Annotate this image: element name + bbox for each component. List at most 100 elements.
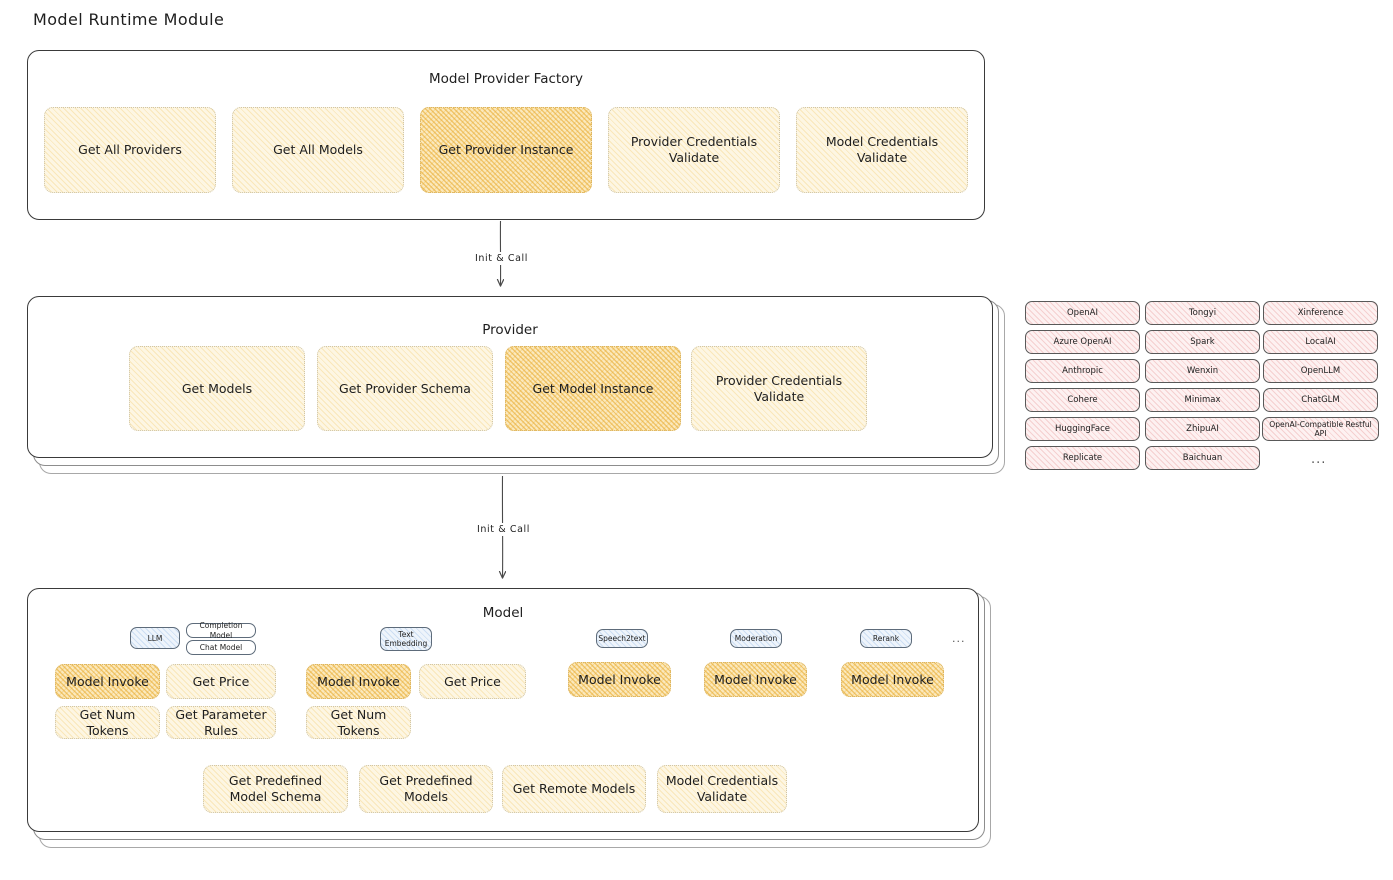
node-get-predefined-models[interactable]: Get Predefined Models [359, 765, 493, 813]
node-llm-get-num-tokens[interactable]: Get Num Tokens [55, 706, 160, 739]
node-get-all-models[interactable]: Get All Models [232, 107, 404, 193]
node-get-models[interactable]: Get Models [129, 346, 305, 431]
provider-chip-zhipuai[interactable]: ZhipuAI [1145, 417, 1260, 441]
provider-chip-cohere[interactable]: Cohere [1025, 388, 1140, 412]
model-subtype-badge-label: Completion Model [199, 621, 243, 640]
node-get-model-instance[interactable]: Get Model Instance [505, 346, 681, 431]
node-moderation-model-invoke[interactable]: Model Invoke [704, 662, 807, 697]
provider-chip-azure-openai[interactable]: Azure OpenAI [1025, 330, 1140, 354]
provider-list-more-ellipsis: ... [1311, 452, 1327, 467]
node-get-provider-schema[interactable]: Get Provider Schema [317, 346, 493, 431]
model-provider-factory-title: Model Provider Factory [428, 71, 583, 87]
model-types-more-ellipsis: ... [952, 632, 966, 645]
model-type-badge-rerank[interactable]: Rerank [860, 629, 912, 648]
model-title: Model [482, 605, 524, 621]
provider-chip-label: OpenAI-Compatible Restful API [1269, 419, 1372, 438]
node-label: Model Invoke [578, 671, 661, 687]
arrow-label-factory-to-provider: Init & Call [472, 252, 531, 265]
node-label: Provider Credentials Validate [630, 134, 758, 165]
node-label: Get Predefined Models [379, 773, 473, 804]
node-get-predefined-model-schema[interactable]: Get Predefined Model Schema [203, 765, 348, 813]
node-model-credentials-validate[interactable]: Model Credentials Validate [796, 107, 968, 193]
node-label: Get Model Instance [532, 380, 654, 396]
provider-chip-tongyi[interactable]: Tongyi [1145, 301, 1260, 325]
model-subtype-badge-label: Chat Model [199, 642, 243, 652]
provider-chip-openllm[interactable]: OpenLLM [1263, 359, 1378, 383]
provider-chip-label: ZhipuAI [1186, 423, 1219, 434]
provider-chip-localai[interactable]: LocalAI [1263, 330, 1378, 354]
provider-chip-label: Anthropic [1062, 365, 1103, 376]
node-label: Get All Providers [78, 142, 182, 158]
provider-chip-label: Tongyi [1188, 307, 1217, 318]
node-label: Get Predefined Model Schema [228, 773, 323, 804]
node-label: Get Num Tokens [330, 706, 387, 738]
provider-chip-label: Azure OpenAI [1053, 336, 1112, 347]
node-label: Model Invoke [66, 673, 149, 689]
node-label: Model Invoke [714, 671, 797, 687]
provider-chip-label: Wenxin [1186, 365, 1219, 376]
model-type-badge-label: Speech2text [598, 634, 646, 643]
provider-chip-openai[interactable]: OpenAI [1025, 301, 1140, 325]
node-label: Model Invoke [851, 671, 934, 687]
node-get-provider-instance[interactable]: Get Provider Instance [420, 107, 592, 193]
node-text-embedding-model-invoke[interactable]: Model Invoke [306, 664, 411, 699]
node-speech2text-model-invoke[interactable]: Model Invoke [568, 662, 671, 697]
model-type-badge-label: Moderation [734, 634, 778, 643]
node-llm-get-price[interactable]: Get Price [166, 664, 276, 699]
node-label: Model Invoke [317, 673, 400, 689]
provider-chip-baichuan[interactable]: Baichuan [1145, 446, 1260, 470]
node-rerank-model-invoke[interactable]: Model Invoke [841, 662, 944, 697]
node-label: Get Price [192, 673, 250, 689]
model-type-badge-speech2text[interactable]: Speech2text [596, 629, 648, 648]
provider-chip-spark[interactable]: Spark [1145, 330, 1260, 354]
provider-chip-label: Xinference [1297, 307, 1344, 318]
node-get-all-providers[interactable]: Get All Providers [44, 107, 216, 193]
node-llm-get-parameter-rules[interactable]: Get Parameter Rules [166, 706, 276, 739]
provider-chip-wenxin[interactable]: Wenxin [1145, 359, 1260, 383]
node-provider-credentials-validate[interactable]: Provider Credentials Validate [608, 107, 780, 193]
node-label: Provider Credentials Validate [715, 372, 843, 404]
provider-chip-label: LocalAI [1305, 336, 1336, 347]
node-label: Get Remote Models [512, 781, 636, 797]
provider-chip-huggingface[interactable]: HuggingFace [1025, 417, 1140, 441]
provider-chip-label: ChatGLM [1301, 394, 1340, 405]
arrow-label-provider-to-model: Init & Call [474, 523, 533, 536]
node-llm-model-invoke[interactable]: Model Invoke [55, 664, 160, 699]
node-label: Get All Models [273, 142, 363, 158]
node-text-embedding-get-num-tokens[interactable]: Get Num Tokens [306, 706, 411, 739]
model-type-badge-label: Rerank [872, 634, 900, 643]
node-label: Get Provider Instance [438, 142, 574, 158]
node-label: Model Credentials Validate [825, 134, 939, 165]
model-type-badge-llm[interactable]: LLM [130, 627, 180, 649]
provider-chip-replicate[interactable]: Replicate [1025, 446, 1140, 470]
provider-chip-label: HuggingFace [1055, 423, 1110, 434]
node-label: Get Models [181, 380, 253, 396]
node-get-remote-models[interactable]: Get Remote Models [502, 765, 646, 813]
node-label: Get Price [444, 673, 501, 689]
provider-chip-label: OpenLLM [1300, 365, 1341, 376]
model-type-badge-moderation[interactable]: Moderation [730, 629, 782, 648]
node-model-credentials-validate-2[interactable]: Model Credentials Validate [657, 765, 787, 813]
provider-chip-label: OpenAI [1066, 307, 1099, 318]
provider-chip-xinference[interactable]: Xinference [1263, 301, 1378, 325]
provider-chip-anthropic[interactable]: Anthropic [1025, 359, 1140, 383]
provider-title: Provider [482, 322, 538, 338]
node-text-embedding-get-price[interactable]: Get Price [419, 664, 526, 699]
model-type-badge-label: Text Embedding [384, 630, 428, 648]
provider-chip-label: Cohere [1067, 394, 1098, 405]
model-subtype-badge-chat-model[interactable]: Chat Model [186, 640, 256, 655]
model-type-badge-text-embedding[interactable]: Text Embedding [380, 627, 432, 651]
node-provider-credentials-validate-2[interactable]: Provider Credentials Validate [691, 346, 867, 431]
model-subtype-badge-completion-model[interactable]: Completion Model [186, 621, 256, 640]
node-label: Get Parameter Rules [175, 706, 267, 738]
page-title: Model Runtime Module [33, 10, 225, 29]
node-label: Model Credentials Validate [665, 773, 779, 804]
model-type-badge-label: LLM [147, 633, 163, 643]
node-label: Get Provider Schema [339, 380, 471, 396]
provider-chip-minimax[interactable]: Minimax [1145, 388, 1260, 412]
provider-chip-label: Baichuan [1182, 452, 1223, 463]
provider-chip-openai-compatible-restful-api[interactable]: OpenAI-Compatible Restful API [1262, 417, 1379, 441]
provider-chip-label: Spark [1190, 336, 1215, 347]
node-label: Get Num Tokens [79, 706, 136, 738]
provider-chip-chatglm[interactable]: ChatGLM [1263, 388, 1378, 412]
